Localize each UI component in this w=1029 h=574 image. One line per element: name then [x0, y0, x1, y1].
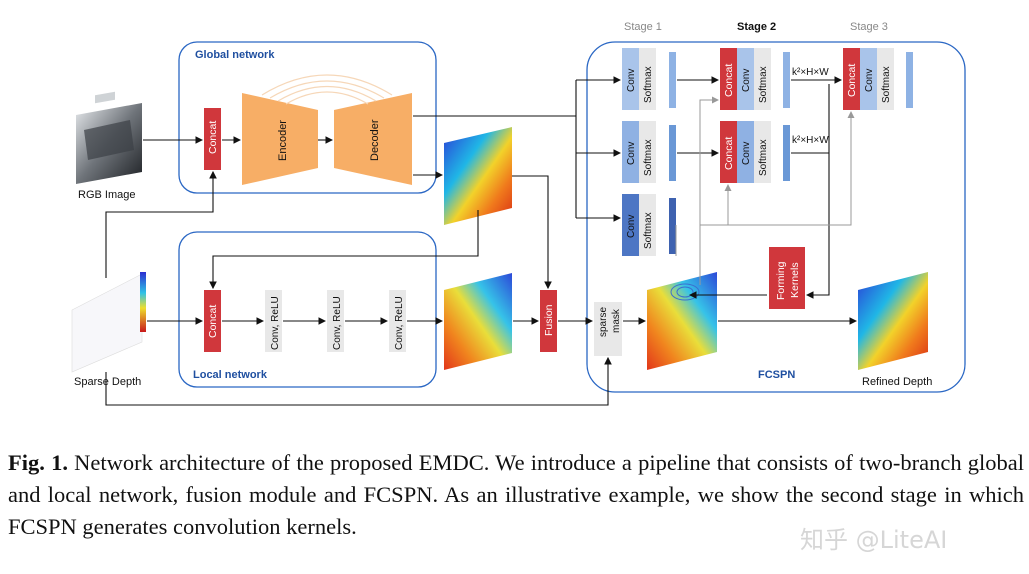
stage1-branch-bottom: Conv Softmax [622, 194, 676, 256]
conv-relu-block-3: Conv, ReLU [389, 290, 406, 352]
svg-text:Conv: Conv [864, 69, 875, 92]
svg-text:Conv: Conv [626, 69, 637, 92]
fusion-block [540, 290, 557, 352]
local-depth-map [444, 273, 512, 370]
fcspn-depth-map [647, 272, 717, 370]
svg-text:Conv: Conv [626, 142, 637, 165]
fcspn-label: FCSPN [758, 369, 795, 381]
rgb-image-label: RGB Image [78, 189, 135, 201]
forming-kernels-block [769, 247, 805, 309]
emdc-architecture-diagram: Global network Local network FCSPN RGB I… [71, 21, 966, 406]
sparse-mask-label-2: mask [611, 308, 622, 333]
skip-connection-arcs [261, 74, 393, 105]
conv-relu-block-1: Conv, ReLU [265, 290, 282, 352]
rgb-image [76, 91, 142, 184]
global-concat-block [204, 108, 221, 170]
svg-text:Conv: Conv [626, 215, 637, 238]
encoder-block [242, 93, 318, 185]
stage1-branch-top: Conv Softmax [622, 48, 676, 110]
svg-text:Softmax: Softmax [758, 139, 769, 176]
svg-text:Softmax: Softmax [643, 212, 654, 249]
svg-text:Conv, ReLU: Conv, ReLU [394, 296, 405, 350]
conv-relu-block-2: Conv, ReLU [327, 290, 344, 352]
feature-feedback-lines [675, 96, 855, 285]
sparse-depth-image [71, 272, 146, 373]
sparse-depth-label: Sparse Depth [74, 376, 141, 388]
stage2-branch-top: Concat Conv Softmax [720, 48, 790, 110]
stage2-label: Stage 2 [737, 21, 776, 33]
kxhxw-label-top: k²×H×W [792, 67, 829, 78]
caption-prefix: Fig. 1. [8, 450, 68, 475]
forming-label: Forming [775, 261, 787, 300]
global-network-frame [178, 41, 437, 194]
svg-text:Conv: Conv [741, 142, 752, 165]
svg-text:Conv: Conv [741, 69, 752, 92]
global-network-label: Global network [195, 49, 275, 61]
fusion-label: Fusion [543, 304, 555, 336]
stage3-branch: Concat Conv Softmax [843, 48, 913, 110]
sparse-mask-block [594, 302, 622, 356]
figure-caption: Fig. 1. Network architecture of the prop… [8, 447, 1024, 543]
kxhxw-label-mid: k²×H×W [792, 135, 829, 146]
svg-text:Concat: Concat [846, 64, 858, 97]
svg-text:Concat: Concat [723, 137, 735, 170]
sparse-mask-label-1: sparse [598, 307, 609, 337]
svg-text:Conv, ReLU: Conv, ReLU [332, 296, 343, 350]
svg-text:Softmax: Softmax [758, 66, 769, 103]
local-network-label: Local network [193, 369, 268, 381]
svg-text:Softmax: Softmax [881, 66, 892, 103]
svg-text:Softmax: Softmax [643, 139, 654, 176]
decoder-block [334, 93, 412, 185]
svg-text:Concat: Concat [723, 64, 735, 97]
kernels-label: Kernels [789, 262, 801, 298]
encoder-label: Encoder [277, 120, 289, 161]
global-depth-map [444, 127, 512, 225]
global-concat-label: Concat [207, 121, 219, 154]
local-network-frame [178, 231, 437, 388]
stage3-label: Stage 3 [850, 21, 888, 33]
svg-text:Softmax: Softmax [643, 66, 654, 103]
refined-depth-label: Refined Depth [862, 376, 932, 388]
local-concat-label: Concat [207, 305, 219, 338]
refined-depth-map [858, 272, 928, 370]
caption-text: Network architecture of the proposed EMD… [8, 450, 1024, 539]
stage1-branch-mid: Conv Softmax [622, 121, 676, 183]
stage1-label: Stage 1 [624, 21, 662, 33]
watermark: 知乎 @LiteAI [800, 526, 948, 554]
decoder-label: Decoder [369, 119, 381, 161]
connection-arrows [105, 76, 858, 406]
fcspn-frame [586, 41, 966, 393]
stage2-branch-mid: Concat Conv Softmax [720, 121, 790, 183]
svg-text:Conv, ReLU: Conv, ReLU [270, 296, 281, 350]
local-concat-block [204, 290, 221, 352]
